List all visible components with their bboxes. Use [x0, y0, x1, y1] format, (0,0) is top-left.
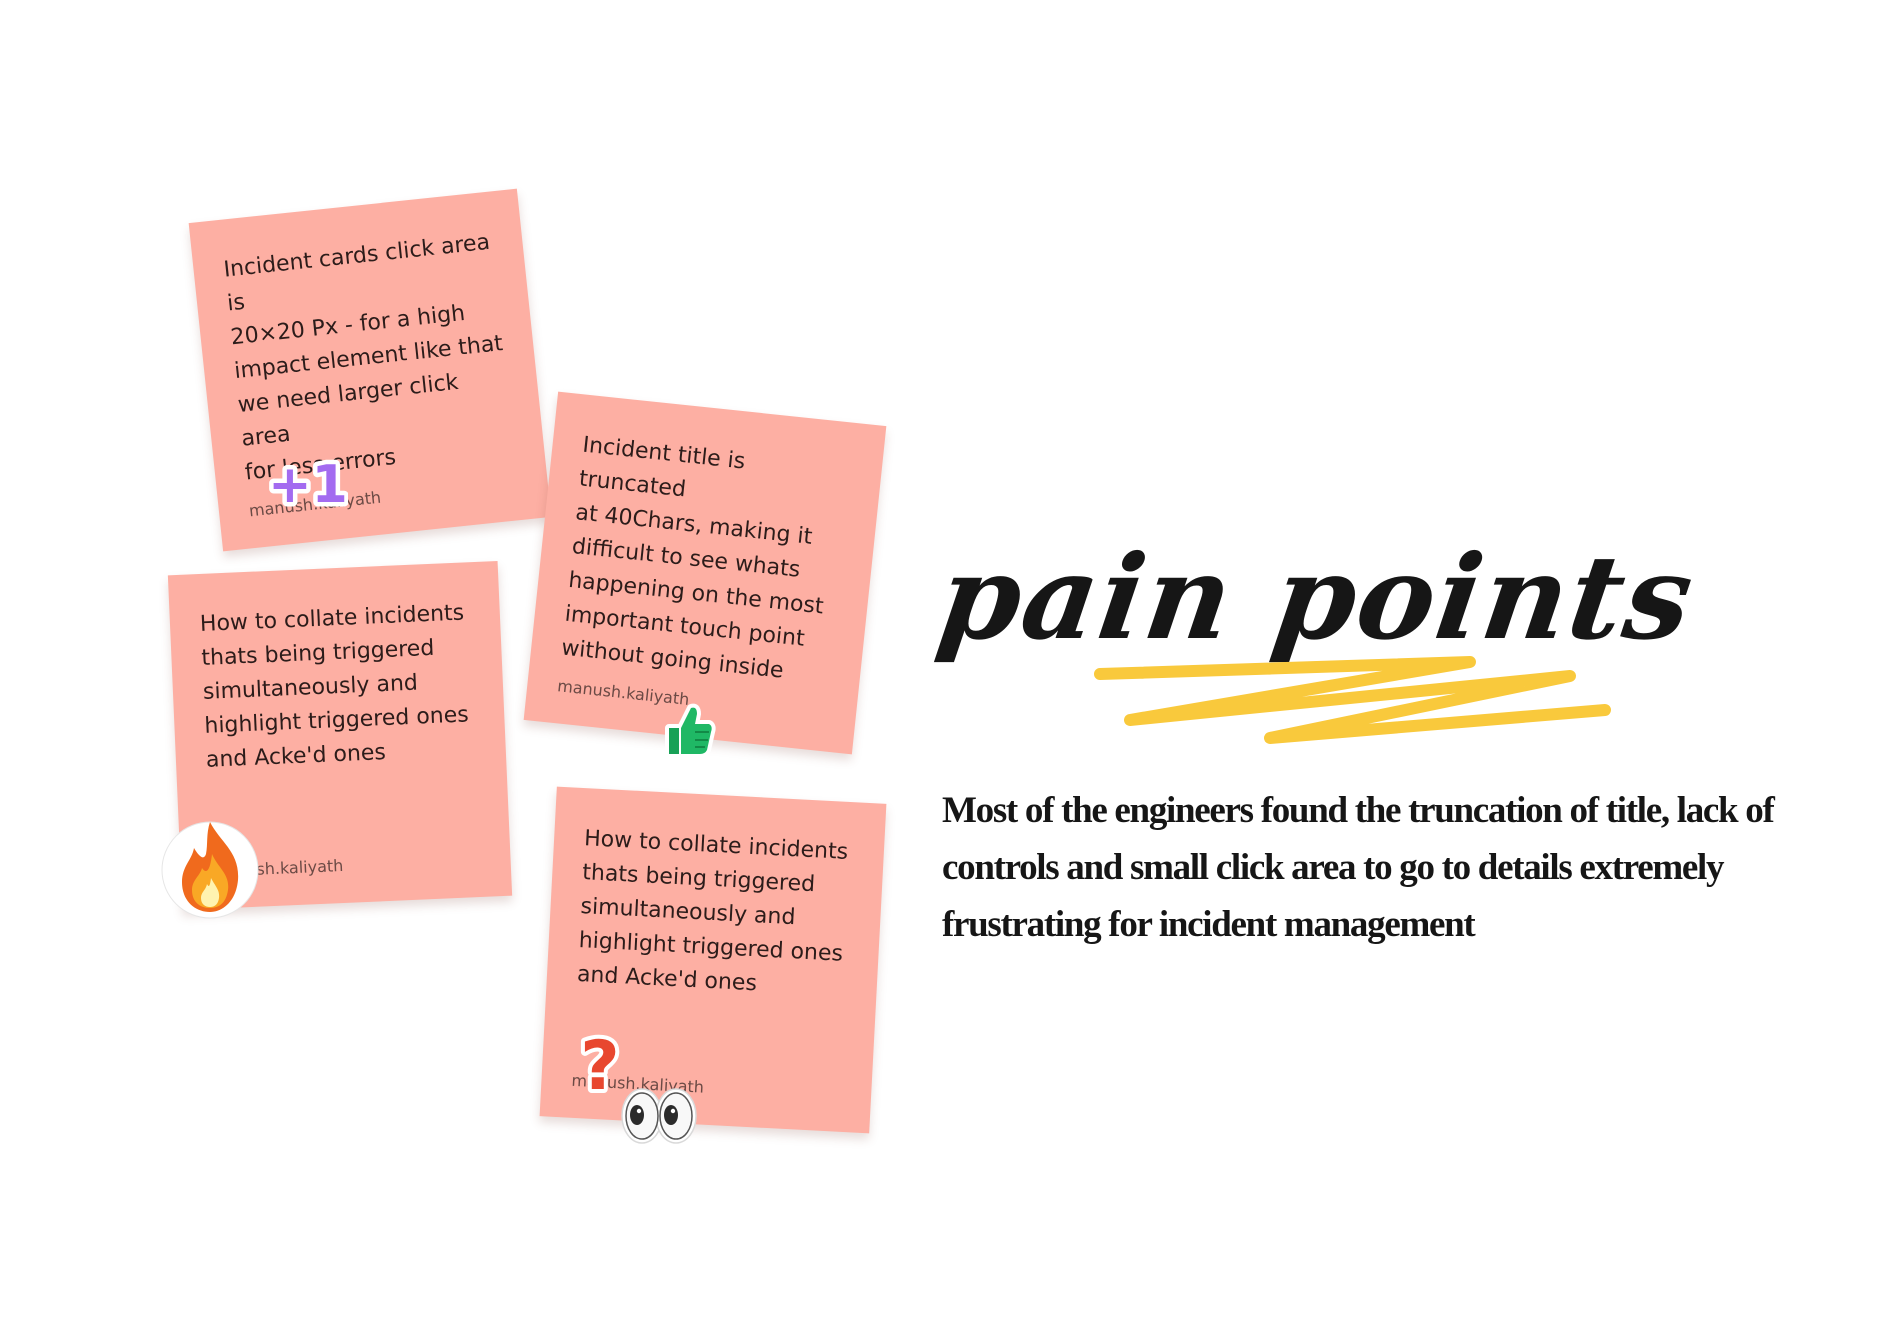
plus-one-sticker: +1 — [268, 450, 348, 517]
page-title: pain points — [930, 530, 1702, 666]
question-mark-icon: ? — [570, 1025, 630, 1101]
eyes-icon — [620, 1085, 698, 1147]
scribble-underline — [1090, 650, 1630, 754]
note-text: Incident cards click area is 20×20 Px - … — [222, 229, 505, 486]
note-text: Incident title is truncated at 40Chars, … — [560, 432, 825, 684]
description-text: Most of the engineers found the truncati… — [942, 790, 1775, 945]
note-text: How to collate incidents thats being tri… — [576, 826, 849, 997]
svg-text:?: ? — [580, 1027, 619, 1101]
fire-icon — [160, 808, 260, 926]
sticky-note[interactable]: Incident cards click area is 20×20 Px - … — [188, 188, 552, 552]
note-text: How to collate incidents thats being tri… — [199, 600, 470, 773]
plus-one-label: +1 — [268, 455, 348, 515]
thumbs-up-icon — [655, 698, 721, 764]
headline-text: pain points — [930, 530, 1703, 666]
